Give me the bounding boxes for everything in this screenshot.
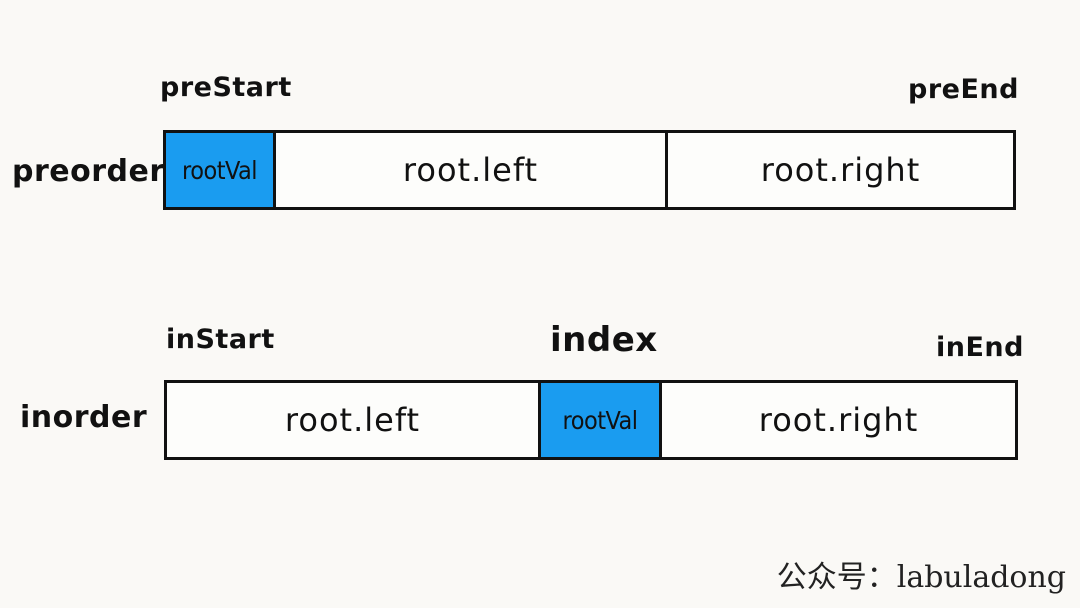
preorder-rootval-segment: rootVal xyxy=(166,133,276,207)
inorder-right-subtree-segment: root.right xyxy=(758,401,919,439)
preorder-label: preorder xyxy=(12,154,165,189)
inorder-label: inorder xyxy=(20,400,148,435)
watermark-text: 公众号：labuladong xyxy=(776,560,1066,595)
preorder-left-subtree-segment: root.left xyxy=(276,133,668,207)
preorder-right-subtree-segment: root.right xyxy=(760,151,921,189)
inorder-left-subtree-segment: root.left xyxy=(167,383,541,457)
instart-marker: inStart xyxy=(166,324,275,355)
inorder-array: root.left rootVal root.right xyxy=(164,380,1018,460)
index-marker: index xyxy=(550,320,658,360)
preorder-array: rootVal root.left root.right xyxy=(163,130,1016,210)
inorder-rootval-segment: rootVal xyxy=(541,383,662,457)
inend-marker: inEnd xyxy=(936,332,1024,363)
preend-marker: preEnd xyxy=(908,74,1019,105)
prestart-marker: preStart xyxy=(160,72,292,103)
